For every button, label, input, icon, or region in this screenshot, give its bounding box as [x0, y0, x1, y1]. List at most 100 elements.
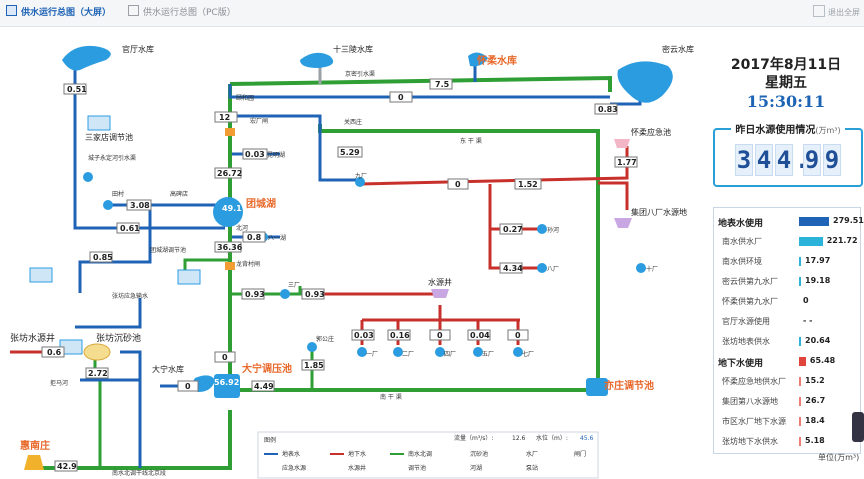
tab-pc[interactable]: 供水运行总图（PC版） — [128, 4, 236, 22]
sanjiadian-pool-icon — [87, 115, 111, 131]
yongdingyin-label: 永定河引水渠 — [100, 154, 136, 162]
row-value: 17.97 — [805, 256, 831, 265]
jiuchang-label: 九厂 — [355, 172, 367, 180]
tab-big-screen[interactable]: 供水运行总图（大屏） — [6, 4, 111, 22]
huinanzhuang-label: 惠南庄 — [20, 439, 50, 452]
jiuchang-in — [318, 124, 360, 182]
svg-text:流量（m³/s）:: 流量（m³/s）: — [454, 434, 493, 442]
row-value: 279.51 — [833, 216, 864, 225]
svg-text:0: 0 — [437, 331, 443, 340]
row-value: 26.7 — [805, 396, 826, 405]
xiaoyang-label: 关西庄 — [344, 118, 362, 126]
tc-south-pool — [183, 258, 232, 272]
juma-pipe — [120, 350, 142, 468]
tc-pool-label: 团城湖调节池 — [150, 246, 186, 254]
datai-label: 龙背村闸 — [236, 260, 260, 268]
date-panel: 2017年8月11日 星期五 15:30:11 — [713, 56, 859, 112]
svg-text:应急水源: 应急水源 — [282, 464, 306, 472]
svg-text:0.6: 0.6 — [47, 348, 62, 357]
row-label: 张坊地下水供水 — [722, 437, 778, 446]
shuiyuanjing-label: 水源井 — [428, 277, 452, 287]
row-bar — [799, 377, 801, 386]
top-bar: 供水运行总图（大屏） 供水运行总图（PC版） 退出全屏 — [0, 0, 864, 27]
svg-text:12.6: 12.6 — [512, 435, 526, 442]
usage-digit: 4 — [755, 144, 773, 176]
east-trunk-loop — [232, 124, 600, 392]
svg-text:0: 0 — [185, 382, 191, 391]
svg-text:0: 0 — [455, 180, 461, 189]
yizhuang-pool — [586, 378, 608, 396]
svg-text:56.92: 56.92 — [214, 378, 239, 387]
juma-label: 拒马河 — [50, 379, 68, 387]
shisanling-lake — [300, 52, 334, 68]
beiwu-label: 北河 — [236, 224, 248, 232]
svg-text:0.04: 0.04 — [470, 331, 490, 340]
row-value: 65.48 — [809, 356, 836, 365]
svg-text:0.03: 0.03 — [354, 331, 374, 340]
exit-fullscreen-button[interactable]: 退出全屏 — [813, 5, 860, 18]
row-value: - - — [803, 316, 813, 325]
svg-text:0.03: 0.03 — [245, 150, 265, 159]
row-label: 集团第八水源地 — [722, 397, 778, 406]
usage-digit: 4 — [775, 144, 793, 176]
svg-text:0.93: 0.93 — [245, 290, 265, 299]
east-trunk-label: 东 干 渠 — [460, 137, 482, 145]
svg-text:45.6: 45.6 — [580, 435, 594, 442]
kunming-label: 昆明湖 — [267, 151, 285, 159]
qichang-label: 七厂 — [522, 350, 534, 358]
svg-text:1.52: 1.52 — [518, 180, 538, 189]
svg-text:河湖: 河湖 — [470, 464, 482, 472]
side-scroll-handle[interactable] — [852, 412, 864, 442]
time-text: 15:30:11 — [746, 92, 826, 111]
sichang-label: 四厂 — [444, 351, 456, 358]
svg-text:1.77: 1.77 — [617, 158, 637, 167]
nanshui-label: 南水北调干线北京段 — [112, 469, 166, 477]
row-label: 密云供第九水厂 — [722, 277, 778, 286]
svg-text:0.27: 0.27 — [503, 225, 523, 234]
tuanchenghu-label: 团城湖 — [246, 197, 276, 210]
svg-text:0: 0 — [398, 93, 404, 102]
table-row: 集团第八水源地 26.7 — [714, 392, 860, 412]
shuiyuanjing-icon — [431, 289, 449, 298]
nanshui-trunk — [40, 410, 232, 470]
zf-emergency — [75, 298, 142, 329]
svg-text:4.34: 4.34 — [503, 264, 523, 273]
hongshan-label: 宏厂闸 — [250, 117, 268, 125]
legend: 图例 流量（m³/s）: 12.6 水位（m）: 45.6 地表水 地下水 南水… — [257, 431, 599, 479]
row-label: 怀柔应急地供水厂 — [722, 377, 786, 386]
jituan8-label: 集团八厂水源地 — [631, 207, 687, 217]
row-label: 南水供水厂 — [722, 237, 762, 246]
row-bar — [799, 357, 806, 366]
row-bar — [799, 437, 801, 446]
south-trunk-label: 南 干 渠 — [380, 393, 402, 401]
row-value: 20.64 — [805, 336, 831, 345]
jingmi-canal — [229, 75, 612, 92]
svg-text:3.08: 3.08 — [130, 201, 150, 210]
yongding-pipe — [73, 93, 225, 230]
usage-digit: 9 — [823, 144, 841, 176]
svg-text:水位（m）:: 水位（m）: — [536, 434, 568, 442]
date-text: 2017年8月11日 — [730, 57, 842, 73]
svg-text:26.72: 26.72 — [217, 169, 242, 178]
sunhe-label: 孙河 — [547, 226, 559, 234]
row-value: 19.18 — [805, 276, 831, 285]
flow-values: 0.51 7.5 0 0.83 12 0.03 5.29 0 1.52 1.77… — [41, 78, 638, 472]
tiancun-label: 田村 — [112, 190, 124, 198]
zf-emergency-label: 张坊应急输水 — [112, 292, 148, 300]
svg-text:泵站: 泵站 — [526, 464, 538, 472]
unit-note: 单位(万m³) — [818, 453, 860, 462]
row-value: 18.4 — [805, 416, 825, 425]
svg-text:图例: 图例 — [264, 436, 276, 444]
daning-pool — [214, 374, 240, 398]
svg-text:0.83: 0.83 — [598, 105, 618, 114]
row-bar — [799, 257, 801, 266]
row-bar — [799, 397, 802, 406]
usage-digit: 9 — [803, 144, 821, 176]
